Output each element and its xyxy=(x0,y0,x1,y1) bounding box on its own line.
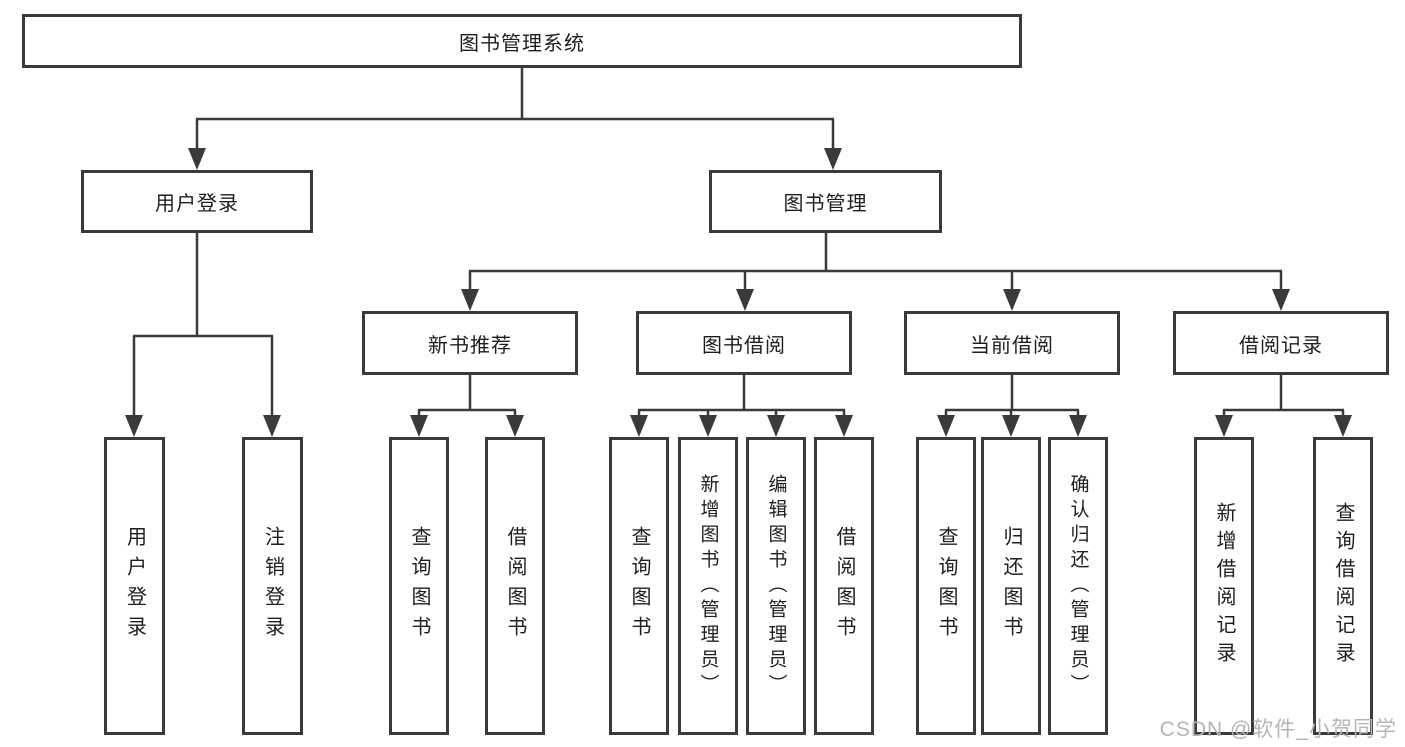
leaf-cb-confirm-return-admin-label: 确认归还（管理员） xyxy=(1067,473,1089,699)
node-borrowing-records: 借阅记录 xyxy=(1173,311,1389,375)
leaf-rc-add-record-label: 新增借阅记录 xyxy=(1213,502,1235,670)
node-new-book-recommend-label: 新书推荐 xyxy=(428,334,512,357)
leaf-rc-query-record: 查询借阅记录 xyxy=(1313,437,1373,735)
leaf-logout-label: 注销登录 xyxy=(261,526,284,646)
csdn-watermark: CSDN @软件_小贺同学 xyxy=(1159,718,1397,741)
leaf-cb-return-books: 归还图书 xyxy=(981,437,1041,735)
leaf-bb-borrow-books-label: 借阅图书 xyxy=(833,526,855,646)
leaf-cb-return-books-label: 归还图书 xyxy=(1000,526,1022,646)
leaf-bb-edit-books-admin: 编辑图书（管理员） xyxy=(746,437,806,735)
node-book-borrowing: 图书借阅 xyxy=(636,311,852,375)
leaf-rc-query-record-label: 查询借阅记录 xyxy=(1332,502,1354,670)
leaf-bb-query-books: 查询图书 xyxy=(609,437,669,735)
leaf-user-login-label: 用户登录 xyxy=(123,526,146,646)
node-current-borrowing: 当前借阅 xyxy=(904,311,1120,375)
leaf-nb-borrow-books-label: 借阅图书 xyxy=(504,526,526,646)
node-book-management-label: 图书管理 xyxy=(783,193,868,215)
node-user-login: 用户登录 xyxy=(81,170,313,233)
leaf-bb-edit-books-admin-label: 编辑图书（管理员） xyxy=(765,473,787,699)
node-book-management: 图书管理 xyxy=(709,170,942,233)
leaf-bb-query-books-label: 查询图书 xyxy=(628,526,650,646)
leaf-cb-query-books: 查询图书 xyxy=(916,437,976,735)
leaf-cb-confirm-return-admin: 确认归还（管理员） xyxy=(1048,437,1108,735)
leaf-cb-query-books-label: 查询图书 xyxy=(935,526,957,646)
leaf-bb-borrow-books: 借阅图书 xyxy=(814,437,874,735)
leaf-nb-query-books-label: 查询图书 xyxy=(408,526,430,646)
node-current-borrowing-label: 当前借阅 xyxy=(970,334,1054,357)
node-user-login-label: 用户登录 xyxy=(155,193,239,215)
leaf-bb-add-books-admin: 新增图书（管理员） xyxy=(678,437,738,735)
leaf-nb-borrow-books: 借阅图书 xyxy=(485,437,545,735)
leaf-bb-add-books-admin-label: 新增图书（管理员） xyxy=(697,473,719,699)
node-book-borrowing-label: 图书借阅 xyxy=(702,334,786,357)
leaf-user-login: 用户登录 xyxy=(104,437,165,735)
leaf-nb-query-books: 查询图书 xyxy=(389,437,449,735)
node-new-book-recommend: 新书推荐 xyxy=(362,311,578,375)
leaf-rc-add-record: 新增借阅记录 xyxy=(1194,437,1254,735)
leaf-logout: 注销登录 xyxy=(242,437,303,735)
node-root: 图书管理系统 xyxy=(22,14,1022,68)
node-borrowing-records-label: 借阅记录 xyxy=(1239,334,1323,357)
node-root-label: 图书管理系统 xyxy=(459,32,585,55)
